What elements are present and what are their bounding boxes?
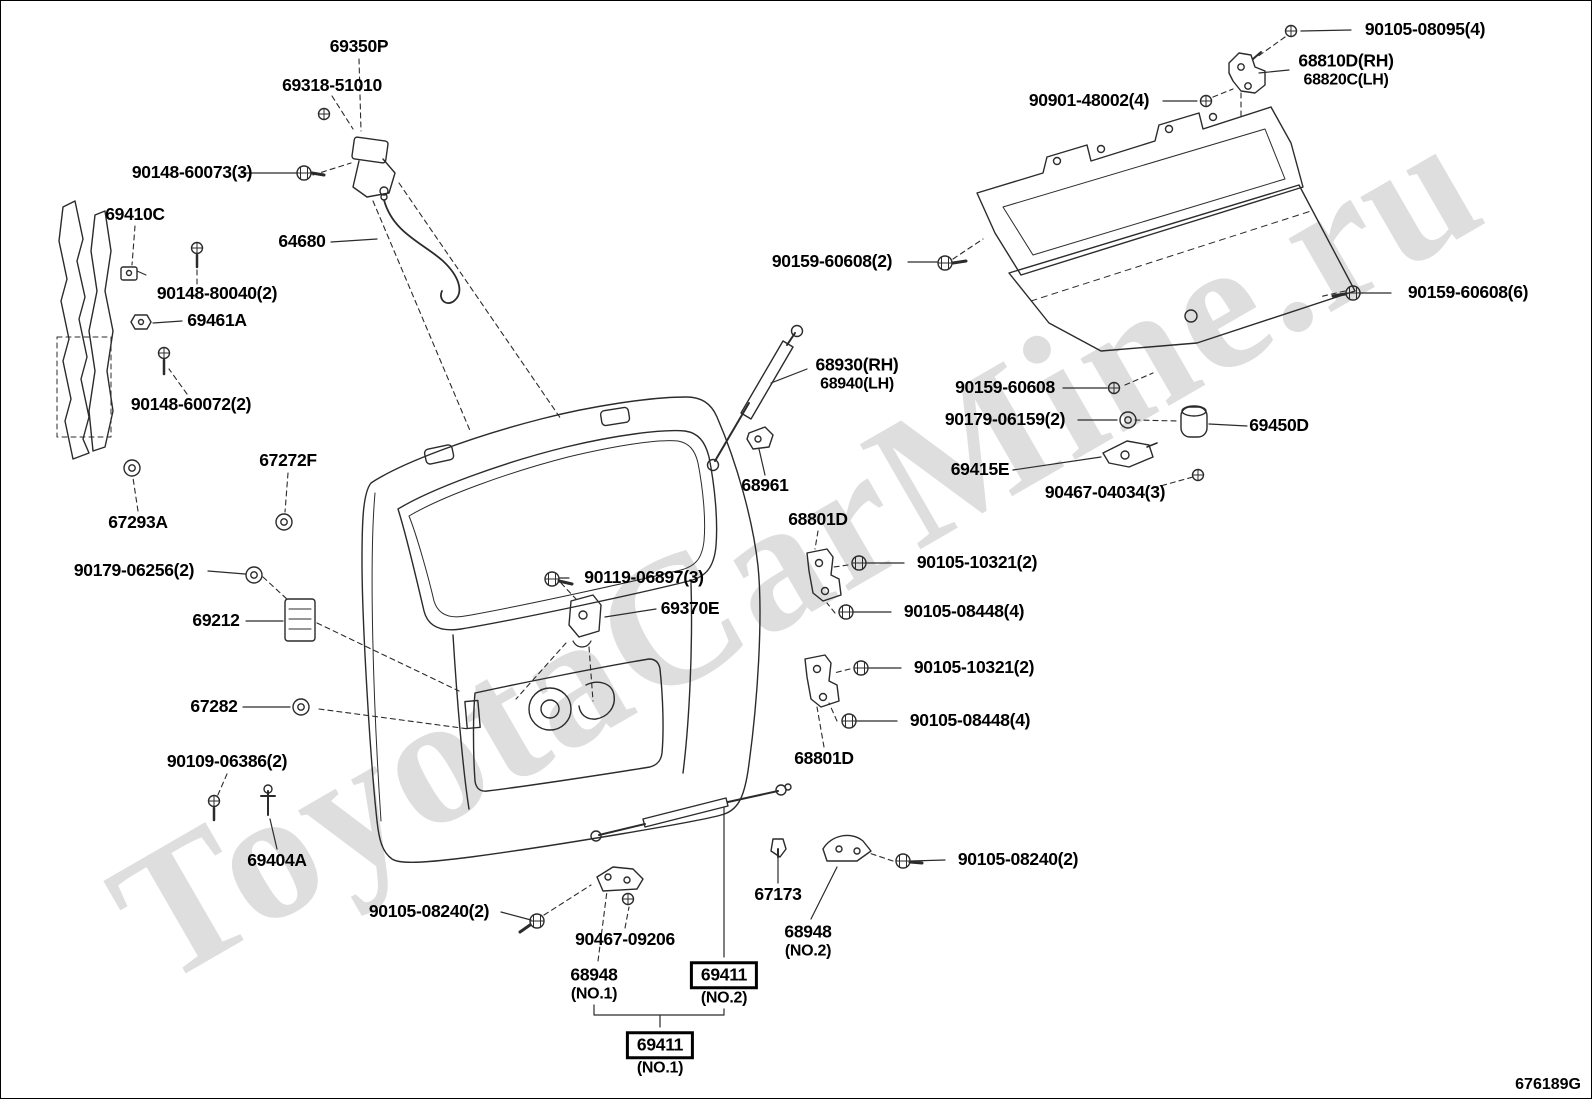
part-number[interactable]: 64680 bbox=[278, 231, 326, 252]
part-number[interactable]: 90148-80040(2) bbox=[156, 283, 278, 304]
part-number[interactable]: 90467-04034(3) bbox=[1044, 482, 1166, 503]
part-label-67282[interactable]: 67282 bbox=[190, 697, 237, 717]
part-number[interactable]: 69461A bbox=[187, 310, 247, 331]
part-number[interactable]: 69410C bbox=[105, 204, 165, 225]
part-number[interactable]: 90467-09206 bbox=[575, 929, 675, 950]
part-number[interactable]: 90105-08095(4) bbox=[1364, 19, 1486, 40]
part-number[interactable]: 68948 bbox=[570, 964, 618, 985]
part-number-qualifier: 68820C(LH) bbox=[1303, 70, 1389, 88]
part-label-69370e[interactable]: 69370E bbox=[661, 599, 720, 619]
part-label-67272f[interactable]: 67272F bbox=[259, 451, 317, 471]
part-number[interactable]: 90901-48002(4) bbox=[1028, 90, 1150, 111]
part-label-90159606086[interactable]: 90159-60608(6) bbox=[1407, 282, 1529, 303]
part-number[interactable]: 90119-06897(3) bbox=[584, 567, 704, 588]
part-number[interactable]: 68948 bbox=[784, 921, 832, 942]
part-number[interactable]: 67282 bbox=[190, 696, 238, 717]
part-label-90159606082[interactable]: 90159-60608(2) bbox=[771, 251, 893, 272]
part-label-90179061592[interactable]: 90179-06159(2) bbox=[944, 409, 1066, 430]
part-number[interactable]: 68801D bbox=[794, 748, 854, 769]
part-label-64680[interactable]: 64680 bbox=[278, 232, 325, 252]
part-label-90148800402[interactable]: 90148-80040(2) bbox=[156, 283, 278, 304]
part-number[interactable]: 90105-08448(4) bbox=[909, 710, 1031, 731]
part-label-68801d[interactable]: 68801D bbox=[788, 510, 848, 530]
part-label-90148600722[interactable]: 90148-60072(2) bbox=[130, 394, 252, 415]
part-number[interactable]: 90105-08448(4) bbox=[903, 601, 1025, 622]
part-label-90148600733[interactable]: 90148-60073(3) bbox=[131, 162, 253, 183]
part-label-67173[interactable]: 67173 bbox=[754, 885, 801, 905]
part-number-qualifier: 68940(LH) bbox=[820, 374, 894, 392]
part-label-90901480024[interactable]: 90901-48002(4) bbox=[1028, 90, 1150, 111]
part-label-68961[interactable]: 68961 bbox=[741, 476, 788, 496]
part-number[interactable]: 90159-60608 bbox=[955, 377, 1055, 398]
part-number[interactable]: 90159-60608(2) bbox=[771, 251, 893, 272]
part-label-69404a[interactable]: 69404A bbox=[247, 851, 307, 871]
part-number[interactable]: 69350P bbox=[329, 36, 389, 57]
part-number[interactable]: 69415E bbox=[950, 459, 1010, 480]
diagram-code: 676189G bbox=[1515, 1076, 1581, 1093]
part-label-68930rh[interactable]: 68930(RH)68940(LH) bbox=[816, 355, 899, 393]
part-label-90105082402[interactable]: 90105-08240(2) bbox=[957, 849, 1079, 870]
part-label-9015960608[interactable]: 90159-60608 bbox=[955, 378, 1055, 398]
part-number-qualifier: (NO.1) bbox=[570, 984, 618, 1002]
part-label-68801d[interactable]: 68801D bbox=[794, 749, 854, 769]
part-label-68810drh[interactable]: 68810D(RH)68820C(LH) bbox=[1298, 50, 1394, 89]
part-label-90179062562[interactable]: 90179-06256(2) bbox=[73, 560, 195, 581]
part-label-68948[interactable]: 68948(NO.2) bbox=[784, 922, 831, 960]
part-number[interactable]: 69370E bbox=[660, 598, 720, 619]
part-number[interactable]: 90148-60073(3) bbox=[131, 162, 253, 183]
part-label-90105084484[interactable]: 90105-08448(4) bbox=[909, 710, 1031, 731]
part-label-69411[interactable]: 69411(NO.1) bbox=[625, 1031, 695, 1077]
part-number[interactable]: 90109-06386(2) bbox=[166, 751, 288, 772]
part-label-69350p[interactable]: 69350P bbox=[330, 37, 389, 57]
part-number[interactable]: 67173 bbox=[754, 884, 802, 905]
part-label-67293a[interactable]: 67293A bbox=[108, 513, 168, 533]
part-number[interactable]: 90179-06256(2) bbox=[73, 560, 195, 581]
part-number[interactable]: 68961 bbox=[741, 475, 789, 496]
part-number[interactable]: 90148-60072(2) bbox=[130, 394, 252, 415]
part-number[interactable]: 90105-10321(2) bbox=[913, 657, 1035, 678]
part-number[interactable]: 69411 bbox=[625, 1031, 695, 1059]
part-number[interactable]: 90105-08240(2) bbox=[957, 849, 1079, 870]
part-label-90105084484[interactable]: 90105-08448(4) bbox=[903, 601, 1025, 622]
part-label-69411[interactable]: 69411(NO.2) bbox=[689, 961, 759, 1007]
part-number[interactable]: 90179-06159(2) bbox=[944, 409, 1066, 430]
part-label-90467040343[interactable]: 90467-04034(3) bbox=[1044, 482, 1166, 503]
part-label-69450d[interactable]: 69450D bbox=[1249, 416, 1309, 436]
part-number[interactable]: 90105-08240(2) bbox=[368, 901, 490, 922]
part-number[interactable]: 90105-10321(2) bbox=[916, 552, 1038, 573]
part-label-90105103212[interactable]: 90105-10321(2) bbox=[913, 657, 1035, 678]
part-number[interactable]: 69450D bbox=[1249, 415, 1309, 436]
part-label-9046709206[interactable]: 90467-09206 bbox=[575, 930, 675, 950]
part-label-90119068973[interactable]: 90119-06897(3) bbox=[584, 567, 704, 588]
part-label-90109063862[interactable]: 90109-06386(2) bbox=[166, 751, 288, 772]
part-number[interactable]: 67293A bbox=[108, 512, 168, 533]
part-label-90105082402[interactable]: 90105-08240(2) bbox=[368, 901, 490, 922]
part-number[interactable]: 67272F bbox=[259, 450, 317, 471]
part-label-69410c[interactable]: 69410C bbox=[105, 205, 165, 225]
part-label-90105080954[interactable]: 90105-08095(4) bbox=[1364, 19, 1486, 40]
part-number-qualifier: (NO.2) bbox=[784, 941, 832, 959]
part-number[interactable]: 68801D bbox=[788, 509, 848, 530]
part-label-69415e[interactable]: 69415E bbox=[951, 460, 1010, 480]
part-number-qualifier: (NO.2) bbox=[700, 988, 748, 1006]
part-label-90105103212[interactable]: 90105-10321(2) bbox=[916, 552, 1038, 573]
part-label-6931851010[interactable]: 69318-51010 bbox=[282, 76, 382, 96]
part-label-69461a[interactable]: 69461A bbox=[187, 311, 247, 331]
part-number-qualifier: (NO.1) bbox=[636, 1058, 684, 1076]
part-number[interactable]: 69318-51010 bbox=[282, 75, 382, 96]
part-number[interactable]: 69212 bbox=[192, 610, 240, 631]
part-label-68948[interactable]: 68948(NO.1) bbox=[570, 965, 617, 1003]
part-number[interactable]: 69411 bbox=[689, 961, 759, 989]
part-number[interactable]: 68930(RH) bbox=[815, 354, 899, 375]
part-number[interactable]: 90159-60608(6) bbox=[1407, 282, 1529, 303]
part-number[interactable]: 68810D(RH) bbox=[1298, 50, 1394, 71]
part-number[interactable]: 69404A bbox=[247, 850, 307, 871]
part-label-69212[interactable]: 69212 bbox=[192, 611, 239, 631]
